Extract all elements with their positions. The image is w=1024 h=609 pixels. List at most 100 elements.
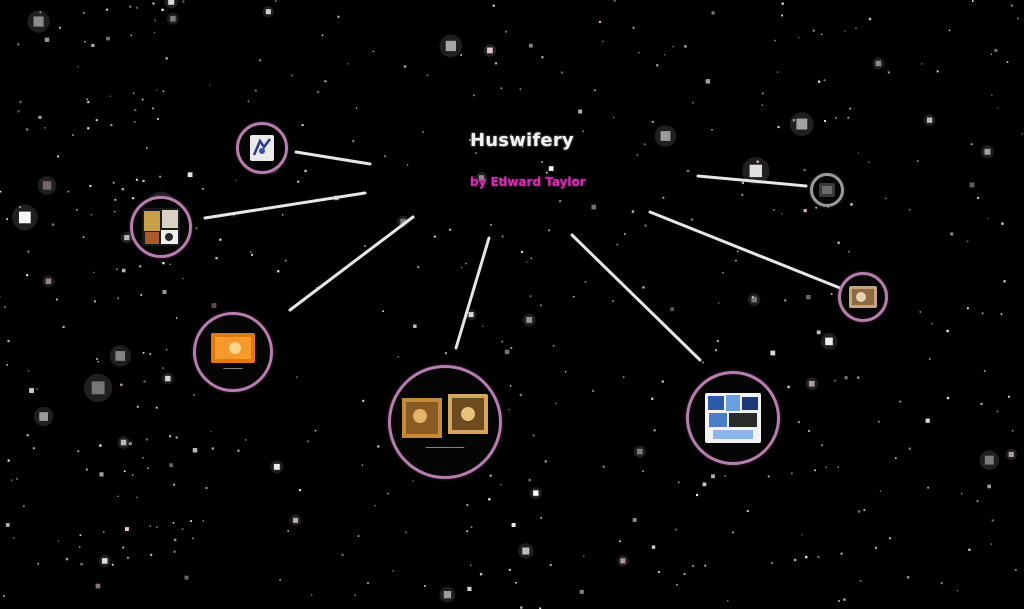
star-glow <box>483 44 497 57</box>
star <box>662 196 665 199</box>
frame-6-zoom-circle[interactable] <box>810 173 844 207</box>
star <box>205 486 208 490</box>
star <box>837 466 840 468</box>
star <box>714 349 718 352</box>
star <box>533 490 539 496</box>
star <box>1017 17 1019 20</box>
star-glow <box>42 275 55 288</box>
star <box>106 36 110 41</box>
star-glow <box>872 57 885 70</box>
star <box>7 459 10 462</box>
frame-3-zoom-circle[interactable]: ━━━━━━━━ <box>193 312 273 392</box>
star <box>90 214 93 216</box>
star <box>643 143 646 146</box>
frame-2-zoom-circle[interactable] <box>130 196 192 258</box>
star <box>921 63 923 65</box>
star <box>509 134 512 137</box>
frame-4-zoom-circle[interactable]: ━━━━━━━━━━━━━━━━ <box>388 365 502 479</box>
star <box>541 161 543 163</box>
star <box>613 116 615 119</box>
star <box>304 169 307 173</box>
presentation-title[interactable]: Huswifery <box>470 130 574 151</box>
presentation-subtitle[interactable]: by Edward Taylor <box>470 175 586 189</box>
frame-5-zoom-circle[interactable] <box>686 371 780 465</box>
star-glow <box>439 586 456 603</box>
connector-line <box>648 210 842 290</box>
star <box>181 528 184 531</box>
star <box>79 534 82 537</box>
star <box>295 376 298 379</box>
star <box>794 558 797 562</box>
star <box>82 11 85 14</box>
star <box>787 385 790 389</box>
star <box>849 107 851 110</box>
connector-line <box>203 191 367 220</box>
star <box>824 120 826 122</box>
star-glow <box>12 204 38 231</box>
star <box>460 266 463 269</box>
star <box>686 169 690 173</box>
star <box>530 257 532 259</box>
sketch-thumbnail-icon <box>250 135 274 161</box>
star <box>994 48 998 53</box>
star <box>470 564 472 566</box>
star <box>26 274 29 277</box>
star <box>51 223 55 226</box>
star <box>946 329 949 333</box>
star <box>746 510 749 512</box>
star <box>84 40 86 43</box>
frame-7-zoom-circle[interactable] <box>838 272 888 322</box>
star <box>692 564 695 567</box>
star <box>16 477 19 480</box>
star <box>168 0 175 5</box>
star <box>642 470 644 472</box>
star <box>656 64 659 67</box>
star <box>72 134 74 136</box>
star-glow <box>117 436 130 449</box>
star <box>473 94 475 97</box>
star <box>984 148 991 155</box>
star <box>598 20 602 23</box>
star <box>460 54 462 56</box>
star <box>45 278 52 284</box>
star <box>311 594 313 596</box>
star <box>136 496 138 498</box>
star <box>653 429 656 432</box>
star <box>115 351 126 361</box>
star <box>219 238 222 241</box>
star <box>114 199 117 201</box>
star <box>552 344 555 347</box>
star <box>277 270 280 273</box>
star <box>124 235 130 241</box>
star <box>80 563 83 566</box>
star <box>150 553 153 556</box>
star-glow <box>83 373 113 403</box>
star <box>110 124 113 127</box>
star <box>990 53 993 56</box>
star <box>25 128 29 131</box>
star <box>767 475 770 478</box>
star-glow <box>167 12 179 25</box>
star <box>165 57 168 60</box>
star <box>95 119 98 122</box>
star <box>504 349 510 355</box>
star <box>172 522 175 524</box>
star <box>417 266 420 269</box>
star <box>895 457 897 459</box>
star <box>838 600 840 602</box>
star <box>850 203 853 206</box>
star <box>727 600 729 602</box>
star <box>44 37 50 42</box>
star <box>377 445 380 448</box>
star <box>341 553 344 556</box>
star <box>844 376 848 380</box>
star-glow <box>98 555 111 567</box>
star <box>42 181 52 190</box>
star <box>156 526 158 528</box>
star <box>139 265 142 268</box>
frame-1-zoom-circle[interactable] <box>236 122 288 174</box>
star <box>357 535 360 537</box>
star <box>773 209 775 211</box>
star <box>711 11 715 15</box>
